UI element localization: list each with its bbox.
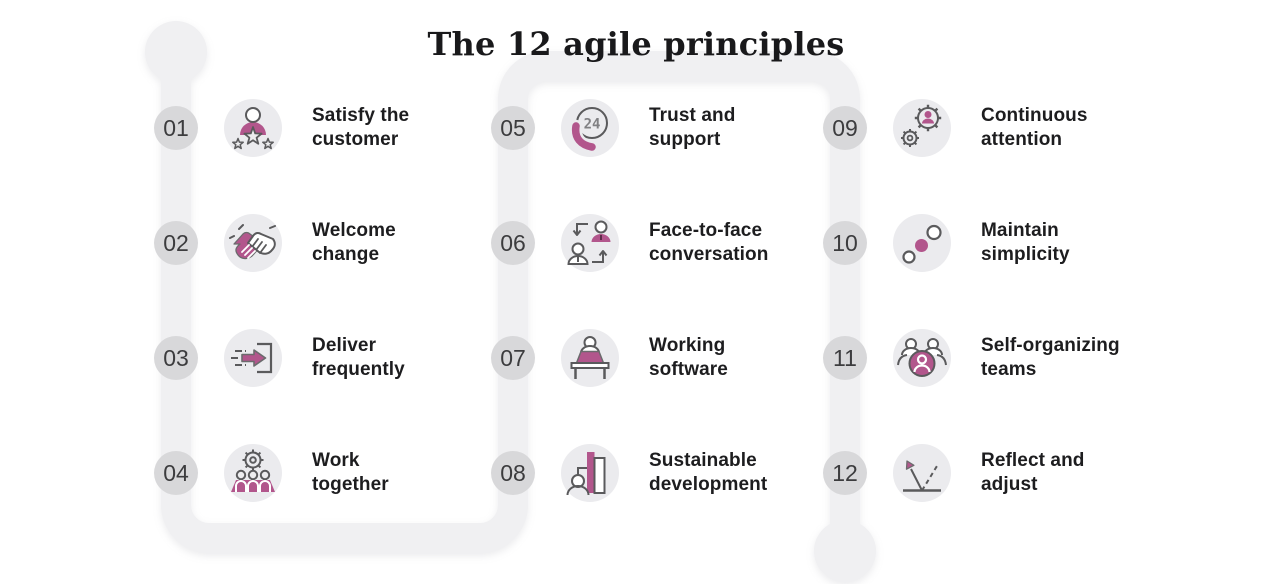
principle-label: Face-to-face conversation <box>649 219 769 265</box>
fast-delivery-arrow-icon <box>231 342 273 374</box>
principle-item-01: 01 Satisfy the customer <box>154 99 409 157</box>
principle-label: Maintain simplicity <box>981 219 1070 265</box>
step-number-badge: 07 <box>491 336 535 380</box>
icon-circle <box>561 329 619 387</box>
principle-label: Working software <box>649 334 728 380</box>
principle-item-12: 12 Reflect and adjust <box>823 444 1085 502</box>
step-number-badge: 10 <box>823 221 867 265</box>
principle-label: Work together <box>312 449 389 495</box>
icon-circle <box>893 329 951 387</box>
icon-circle <box>893 444 951 502</box>
icon-circle <box>893 99 951 157</box>
principle-item-11: 11 Self-organizing teams <box>823 329 1120 387</box>
step-number-badge: 11 <box>823 336 867 380</box>
team-circle-icon <box>897 338 947 377</box>
principle-item-08: 08 Sustainable development <box>491 444 767 502</box>
principle-label: Satisfy the customer <box>312 104 410 150</box>
principle-item-03: 03 Deliver frequently <box>154 329 405 387</box>
step-number-badge: 12 <box>823 451 867 495</box>
principle-item-02: 02 Welcome change <box>154 214 396 272</box>
principle-label: Reflect and adjust <box>981 449 1085 495</box>
person-gears-icon <box>901 104 942 147</box>
principle-item-04: 04 Work together <box>154 444 389 502</box>
step-number-badge: 05 <box>491 106 535 150</box>
principle-item-09: 09 Continuous attention <box>823 99 1088 157</box>
step-number-badge: 04 <box>154 451 198 495</box>
icon-circle <box>561 214 619 272</box>
reflect-arrow-icon <box>903 460 941 492</box>
three-dots-icon <box>902 224 942 264</box>
person-laptop-desk-icon <box>570 336 610 379</box>
principle-label: Continuous attention <box>981 104 1088 150</box>
flow-start-blob <box>145 21 207 83</box>
principle-item-07: 07 Working software <box>491 329 728 387</box>
icon-circle <box>224 214 282 272</box>
principle-item-05: 05 24 Trust and support <box>491 99 735 157</box>
step-number-badge: 02 <box>154 221 198 265</box>
svg-text:24: 24 <box>584 117 601 133</box>
flow-end-blob <box>814 520 876 582</box>
principle-label: Welcome change <box>312 219 396 265</box>
icon-circle <box>224 99 282 157</box>
principle-item-06: 06 Face-to-face conversation <box>491 214 768 272</box>
icon-circle <box>561 444 619 502</box>
person-bar-chart-icon <box>566 452 606 496</box>
principle-label: Self-organizing teams <box>981 334 1120 380</box>
handshake-icon <box>229 224 276 260</box>
principle-label: Sustainable development <box>649 449 768 495</box>
principle-label: Trust and support <box>649 104 736 150</box>
people-exchange-icon <box>567 220 611 265</box>
step-number-badge: 08 <box>491 451 535 495</box>
page-title: The 12 agile principles <box>427 25 845 64</box>
step-number-badge: 09 <box>823 106 867 150</box>
icon-circle <box>224 329 282 387</box>
flow-band <box>161 51 860 553</box>
icon-circle <box>224 444 282 502</box>
icon-circle <box>893 214 951 272</box>
step-number-badge: 03 <box>154 336 198 380</box>
step-number-badge: 01 <box>154 106 198 150</box>
principle-item-10: 10 Maintain simplicity <box>823 214 1070 272</box>
principle-label: Deliver frequently <box>312 334 405 380</box>
customer-stars-icon <box>232 107 274 150</box>
team-gear-icon <box>231 449 275 492</box>
phone-24h-icon: 24 <box>569 107 608 154</box>
step-number-badge: 06 <box>491 221 535 265</box>
icon-circle: 24 <box>561 99 619 157</box>
